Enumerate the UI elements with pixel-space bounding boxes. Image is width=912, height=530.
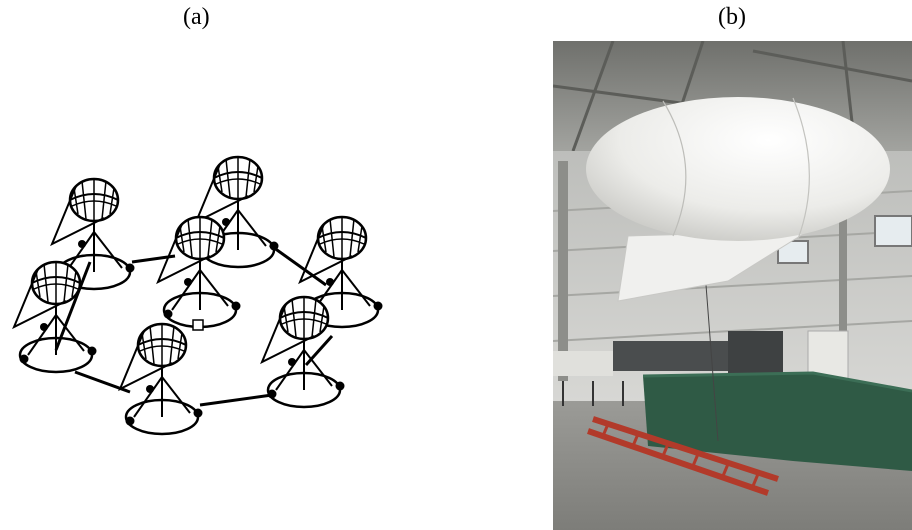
aerostat-hangar-photo	[553, 41, 912, 530]
unit-6	[260, 295, 346, 409]
panel-a-label: (a)	[183, 4, 210, 30]
unit-7	[118, 322, 204, 436]
panel-b-label: (b)	[718, 4, 746, 30]
parachute-swarm-drawing	[12, 155, 384, 436]
tether-lines	[54, 243, 334, 407]
